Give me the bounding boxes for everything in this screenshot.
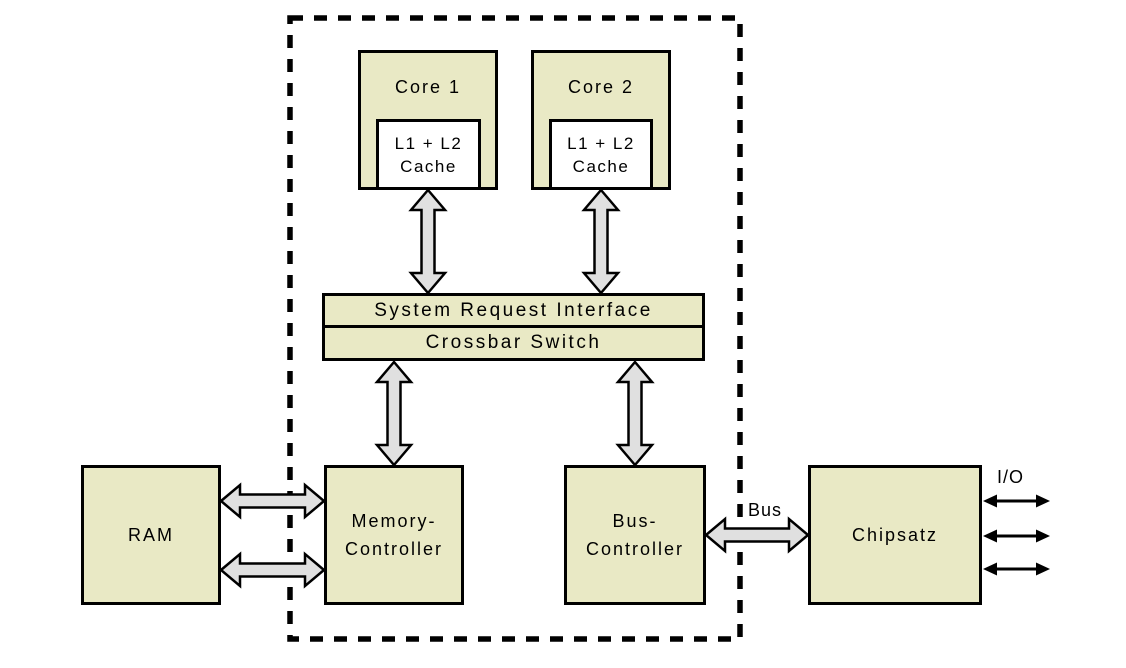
bus-controller-line2: Controller (585, 539, 685, 559)
bus-controller-line1: Bus- (612, 511, 658, 531)
io-label: I/O (997, 467, 1025, 487)
double-arrow-ram-memory-controller-1-icon (219, 482, 326, 520)
core2-cache-box: L1 + L2 Cache (549, 119, 653, 190)
chipset-box: Chipsatz (808, 465, 982, 605)
core2-label: Core 2 (567, 77, 635, 97)
core1-cache-line2: Cache (400, 156, 457, 176)
double-arrow-core2-sri-icon (581, 188, 621, 295)
memory-controller-box: Memory- Controller (324, 465, 464, 605)
io-arrow-1-icon (983, 494, 1050, 508)
bus-label: Bus (748, 500, 783, 520)
system-request-interface-label: System Request Interface (374, 299, 653, 321)
io-arrow-3-icon (983, 562, 1050, 576)
system-request-interface-bar: System Request Interface (322, 293, 705, 328)
bus-controller-box: Bus- Controller (564, 465, 706, 605)
ram-label: RAM (128, 524, 174, 545)
memory-controller-line1: Memory- (351, 511, 437, 531)
ram-box: RAM (81, 465, 221, 605)
crossbar-switch-label: Crossbar Switch (425, 332, 602, 353)
core2-cache-line1: L1 + L2 (567, 133, 635, 153)
double-arrow-bus-controller-chipset-icon (704, 516, 810, 554)
core2-cache-line2: Cache (572, 156, 630, 176)
core1-cache-line1: L1 + L2 (394, 133, 463, 153)
io-arrow-2-icon (983, 529, 1050, 543)
chipset-label: Chipsatz (851, 524, 939, 545)
double-arrow-crossbar-memory-controller-icon (374, 360, 414, 467)
core1-cache-box: L1 + L2 Cache (376, 119, 481, 190)
double-arrow-ram-memory-controller-2-icon (219, 551, 326, 589)
core1-label: Core 1 (394, 77, 462, 97)
crossbar-switch-bar: Crossbar Switch (322, 325, 705, 361)
double-arrow-core1-sri-icon (408, 188, 448, 295)
memory-controller-line2: Controller (344, 539, 444, 559)
double-arrow-crossbar-bus-controller-icon (615, 360, 655, 467)
